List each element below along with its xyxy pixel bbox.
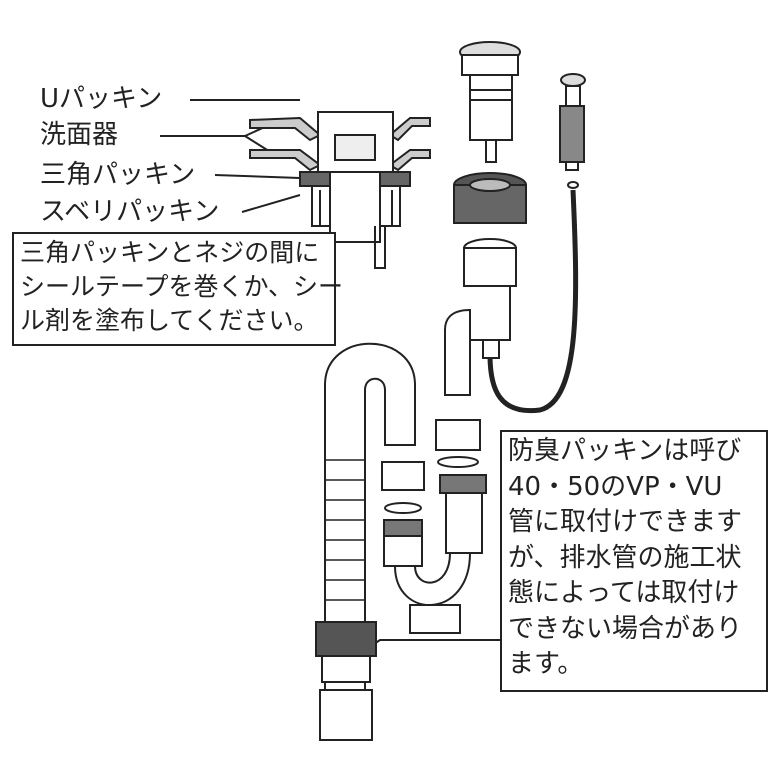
label-slip-packing: スベリパッキン [40, 197, 220, 227]
leader-lines [160, 99, 500, 651]
note-line: 管に取付けできます [508, 507, 743, 537]
note-line: 態によっては取付け [508, 578, 740, 608]
note-line: できない場合があり [508, 613, 743, 644]
note-line: 防臭パッキンは呼び [508, 436, 742, 466]
note-line: ル剤を塗布してください。 [20, 306, 319, 335]
note-line: 三角パッキンとネジの間に [20, 238, 320, 267]
odor-gasket [453, 172, 527, 224]
note-line: が、排水管の施工状 [508, 542, 742, 573]
flexible-hose [315, 342, 416, 741]
trap-body [444, 238, 517, 396]
note-odor-gasket: 防臭パッキンは呼び 40・50のVP・VU 管に取付けできます が、排水管の施工… [500, 430, 768, 692]
basin-section [249, 111, 431, 269]
popup-plug [459, 41, 521, 163]
small-trap-parts [381, 419, 487, 634]
popup-rod [559, 73, 586, 189]
label-u-packing: Uパッキン [40, 84, 163, 114]
note-line: ます。 [508, 649, 584, 679]
note-seal-tape: 三角パッキンとネジの間に シールテープを巻くか、シー ル剤を塗布してください。 [12, 232, 344, 346]
chain-cord [487, 189, 579, 414]
note-line: シールテープを巻くか、シー [20, 272, 344, 301]
label-triangle-packing: 三角パッキン [40, 160, 196, 190]
label-basin: 洗面器 [40, 120, 119, 150]
note-line: 40・50のVP・VU [508, 471, 723, 502]
